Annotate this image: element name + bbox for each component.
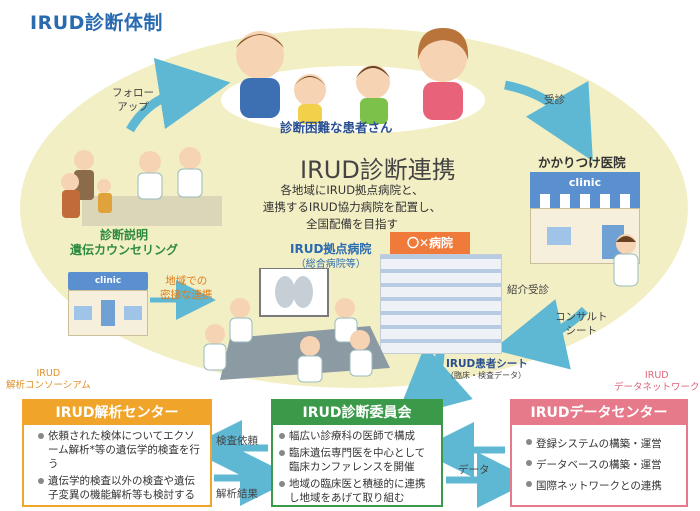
- visit-label: 受診: [544, 94, 565, 106]
- list-item: 幅広い診療科の医師で構成: [279, 429, 435, 443]
- referral-label: 紹介受診: [507, 284, 549, 296]
- list-item: 依頼された検体についてエクソーム解析*等の遺伝学的検査を行う: [38, 429, 204, 471]
- counseling-illustration: [52, 140, 222, 232]
- analysis-center-box: IRUD解析センター 依頼された検体についてエクソーム解析*等の遺伝学的検査を行…: [22, 399, 212, 507]
- clinic-sign: clinic: [530, 172, 640, 194]
- center-body: 各地域にIRUD拠点病院と、 連携するIRUD協力病院を配置し、 全国配備を目指…: [262, 183, 442, 231]
- analysis-center-title: IRUD解析センター: [24, 401, 210, 425]
- patient-sheet-label: IRUD患者シート （臨床・検査データ）: [446, 358, 528, 380]
- local-care-label: 地域での密接な連携: [160, 275, 213, 301]
- conference-illustration: [200, 267, 390, 386]
- data-center-box: IRUDデータセンター 登録システムの構築・運営 データベースの構築・運営 国際…: [510, 399, 688, 507]
- follow-up-label: フォローアップ: [112, 87, 154, 113]
- list-item: 地域の臨床医と積極的に連携し地域をあげて取り組む: [279, 477, 435, 505]
- list-item: 国際ネットワークとの連携: [526, 477, 680, 495]
- counseling-label: 診断説明遺伝カウンセリング: [70, 228, 179, 257]
- result-label: 解析結果: [216, 488, 258, 500]
- page-title: IRUD診断体制: [30, 12, 163, 34]
- list-item: データベースの構築・運営: [526, 456, 680, 474]
- patients-label: 診断困難な患者さん: [280, 120, 393, 135]
- consult-label: コンサルトシート: [555, 311, 608, 337]
- patient-family-illustration: [218, 20, 488, 134]
- base-hospital-building: 〇✕病院: [380, 232, 502, 354]
- center-title: IRUD診断連携: [300, 156, 456, 184]
- committee-box: IRUD診断委員会 幅広い診療科の医師で構成 臨床遺伝専門医を中心として臨床カン…: [271, 399, 443, 507]
- data-center-title: IRUDデータセンター: [512, 401, 686, 425]
- data-label: データ: [458, 464, 490, 476]
- doctor-illustration: [608, 232, 644, 288]
- list-item: 臨床遺伝専門医を中心として臨床カンファレンスを開催: [279, 446, 435, 474]
- list-item: 遺伝学的検査以外の検査や遺伝子変異の機能解析等も検討する: [38, 474, 204, 502]
- base-hospital-label: IRUD拠点病院 （総合病院等）: [290, 242, 372, 270]
- clinic-sign: clinic: [68, 272, 148, 290]
- committee-title: IRUD診断委員会: [273, 401, 441, 425]
- family-doctor-label: かかりつけ医院: [538, 155, 626, 170]
- list-item: 登録システムの構築・運営: [526, 435, 680, 453]
- family-doctor-clinic-building: clinic: [530, 172, 640, 264]
- request-label: 検査依頼: [216, 435, 258, 447]
- hospital-sign: 〇✕病院: [390, 232, 470, 254]
- local-clinic-building: clinic: [68, 272, 148, 336]
